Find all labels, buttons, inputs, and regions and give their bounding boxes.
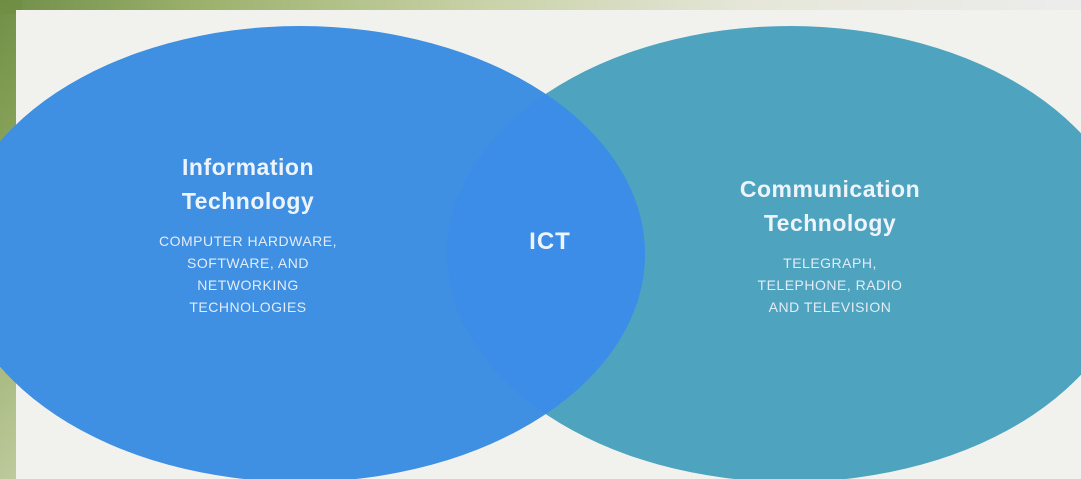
communication-technology-title-line1: Communication — [739, 176, 921, 202]
ict-label: ICT — [529, 228, 571, 255]
communication-technology-title-line2: Technology — [763, 210, 897, 236]
communication-technology-desc-line3: AND TELEVISION — [768, 299, 892, 315]
information-technology-label: Information Technology COMPUTER HARDWARE… — [118, 150, 378, 318]
information-technology-desc-line4: TECHNOLOGIES — [189, 299, 307, 315]
communication-technology-label: Communication Technology TELEGRAPH, TELE… — [690, 172, 970, 318]
communication-technology-circle — [447, 26, 1081, 479]
information-technology-title-line1: Information — [182, 154, 314, 180]
information-technology-desc-line3: NETWORKING — [197, 277, 299, 293]
communication-technology-desc-line1: TELEGRAPH, — [783, 255, 877, 271]
information-technology-desc-line2: SOFTWARE, AND — [187, 255, 309, 271]
information-technology-circle — [0, 26, 645, 479]
communication-technology-desc-line2: TELEPHONE, RADIO — [757, 277, 903, 293]
information-technology-desc-line1: COMPUTER HARDWARE, — [158, 233, 338, 249]
information-technology-title-line2: Technology — [181, 188, 315, 214]
